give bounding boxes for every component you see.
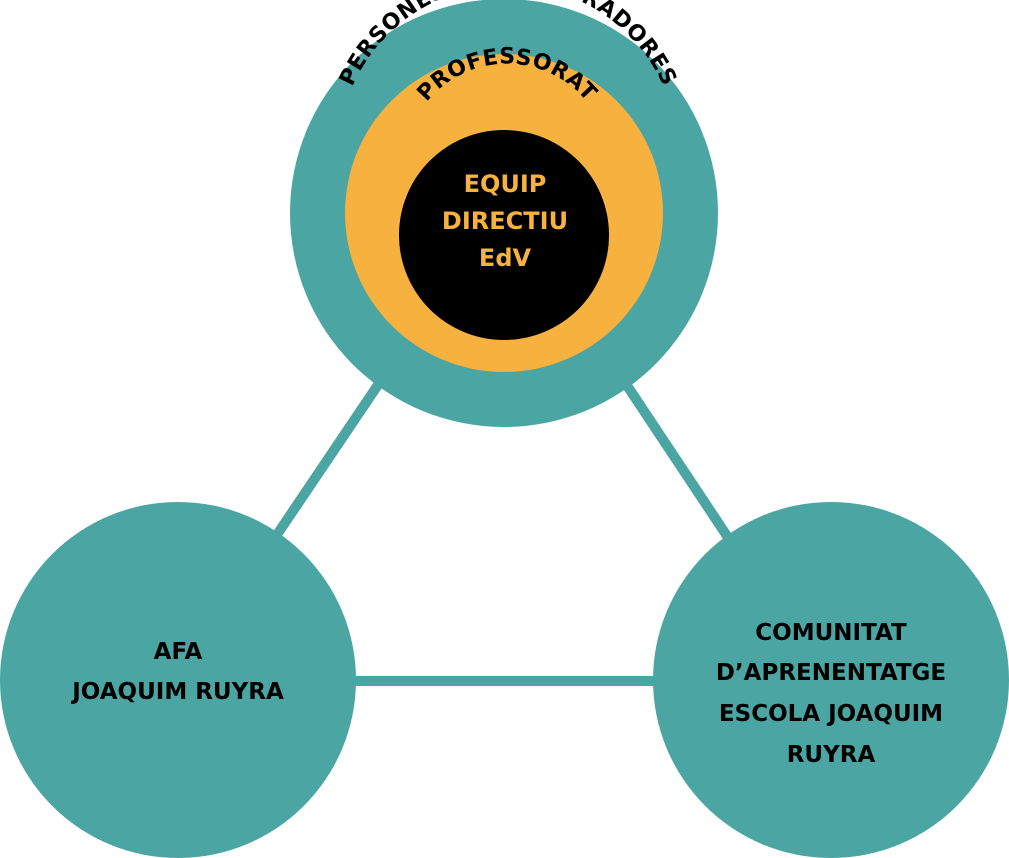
community-label-line-4: RUYRA — [787, 742, 876, 768]
afa-label-line-1: AFA — [154, 639, 203, 665]
afa-label-line-2: JOAQUIM RUYRA — [70, 679, 284, 705]
core-label-line-2: DIRECTIU — [442, 207, 568, 235]
top-circle-group: PERSONES COL·LABORADORES PROFESSORAT EQU… — [290, 0, 718, 427]
learning-community-circle — [653, 502, 1009, 858]
left-circle-group: AFA JOAQUIM RUYRA — [0, 502, 356, 858]
core-management-team — [399, 130, 609, 340]
core-label-line-1: EQUIP — [464, 170, 547, 198]
community-label-line-2: D’APRENENTATGE — [716, 660, 946, 686]
connector-top-right — [615, 372, 740, 551]
right-circle-group: COMUNITAT D’APRENENTATGE ESCOLA JOAQUIM … — [653, 502, 1009, 858]
connector-top-left — [265, 367, 393, 548]
afa-circle — [0, 502, 356, 858]
community-label-line-3: ESCOLA JOAQUIM — [719, 701, 943, 727]
core-label-line-3: EdV — [479, 244, 532, 272]
community-label-line-1: COMUNITAT — [755, 620, 907, 646]
